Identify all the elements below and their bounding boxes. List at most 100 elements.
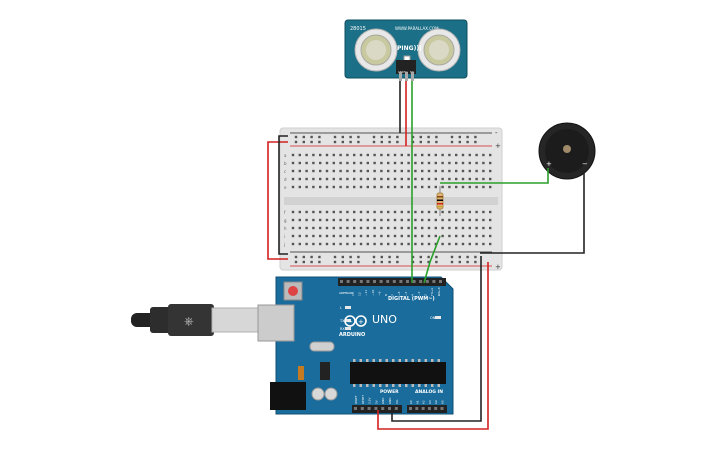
digital-header-pin[interactable] xyxy=(366,280,370,283)
rail-hole[interactable] xyxy=(349,255,352,259)
rail-hole[interactable] xyxy=(435,255,438,259)
breadboard-hole[interactable] xyxy=(298,210,301,214)
breadboard-hole[interactable] xyxy=(461,234,465,238)
breadboard-hole[interactable] xyxy=(353,234,356,238)
breadboard-hole[interactable] xyxy=(359,210,363,214)
digital-header-pin[interactable] xyxy=(412,280,416,283)
breadboard-hole[interactable] xyxy=(366,153,369,157)
breadboard-hole[interactable] xyxy=(475,210,478,214)
breadboard-hole[interactable] xyxy=(353,218,356,222)
breadboard-hole[interactable] xyxy=(421,234,424,238)
ultrasonic-sensor[interactable]: 28015 WWW.PARALLAX.COM PING))) GND 5V SI… xyxy=(344,19,468,81)
breadboard-hole[interactable] xyxy=(380,242,383,246)
breadboard-hole[interactable] xyxy=(407,169,410,173)
breadboard-hole[interactable] xyxy=(319,185,322,189)
power-header-pin[interactable] xyxy=(388,407,391,410)
breadboard-hole[interactable] xyxy=(421,242,424,246)
breadboard-hole[interactable] xyxy=(373,226,376,230)
breadboard-hole[interactable] xyxy=(339,161,342,165)
breadboard-hole[interactable] xyxy=(353,226,356,230)
rail-hole[interactable] xyxy=(310,135,313,139)
rail-hole[interactable] xyxy=(388,260,391,264)
rail-hole[interactable] xyxy=(380,140,383,144)
breadboard-hole[interactable] xyxy=(400,161,403,165)
breadboard-hole[interactable] xyxy=(427,153,431,157)
breadboard-hole[interactable] xyxy=(455,234,458,238)
breadboard-hole[interactable] xyxy=(441,242,444,246)
breadboard-hole[interactable] xyxy=(359,177,363,181)
rail-hole[interactable] xyxy=(411,255,415,259)
breadboard-hole[interactable] xyxy=(475,226,478,230)
breadboard-hole[interactable] xyxy=(353,242,356,246)
breadboard-hole[interactable] xyxy=(312,242,315,246)
breadboard-hole[interactable] xyxy=(359,218,363,222)
breadboard-hole[interactable] xyxy=(305,153,308,157)
rail-hole[interactable] xyxy=(435,260,438,264)
breadboard-hole[interactable] xyxy=(325,234,329,238)
breadboard-hole[interactable] xyxy=(387,242,390,246)
rail-hole[interactable] xyxy=(427,255,430,259)
breadboard-hole[interactable] xyxy=(434,210,437,214)
breadboard-hole[interactable] xyxy=(414,242,417,246)
rail-hole[interactable] xyxy=(458,255,461,259)
breadboard-hole[interactable] xyxy=(448,242,451,246)
breadboard-hole[interactable] xyxy=(387,177,390,181)
breadboard-hole[interactable] xyxy=(448,153,451,157)
rail-hole[interactable] xyxy=(388,140,391,144)
breadboard-hole[interactable] xyxy=(434,169,437,173)
analog-header-pin[interactable] xyxy=(409,407,412,410)
breadboard-hole[interactable] xyxy=(359,242,363,246)
breadboard-hole[interactable] xyxy=(305,226,308,230)
breadboard-hole[interactable] xyxy=(407,153,410,157)
breadboard-hole[interactable] xyxy=(441,218,444,222)
rail-hole[interactable] xyxy=(474,255,477,259)
breadboard-hole[interactable] xyxy=(373,218,376,222)
breadboard-hole[interactable] xyxy=(475,153,478,157)
breadboard-hole[interactable] xyxy=(393,210,397,214)
breadboard-hole[interactable] xyxy=(414,153,417,157)
breadboard-hole[interactable] xyxy=(305,234,308,238)
breadboard-hole[interactable] xyxy=(468,226,471,230)
breadboard-hole[interactable] xyxy=(448,177,451,181)
breadboard-hole[interactable] xyxy=(380,169,383,173)
breadboard-hole[interactable] xyxy=(393,226,397,230)
breadboard-hole[interactable] xyxy=(414,210,417,214)
breadboard-hole[interactable] xyxy=(421,169,424,173)
breadboard-hole[interactable] xyxy=(332,242,335,246)
breadboard-hole[interactable] xyxy=(434,234,437,238)
breadboard-hole[interactable] xyxy=(325,185,329,189)
digital-header-pin[interactable] xyxy=(386,280,390,283)
breadboard-hole[interactable] xyxy=(400,177,403,181)
breadboard-hole[interactable] xyxy=(291,185,295,189)
breadboard-hole[interactable] xyxy=(366,234,369,238)
breadboard-hole[interactable] xyxy=(441,153,444,157)
breadboard-hole[interactable] xyxy=(387,161,390,165)
rail-hole[interactable] xyxy=(302,260,305,264)
breadboard-hole[interactable] xyxy=(489,185,492,189)
breadboard-hole[interactable] xyxy=(468,218,471,222)
breadboard-hole[interactable] xyxy=(319,226,322,230)
breadboard-hole[interactable] xyxy=(332,161,335,165)
power-header-pin[interactable] xyxy=(367,407,371,410)
analog-header-pin[interactable] xyxy=(427,407,431,410)
breadboard-hole[interactable] xyxy=(455,226,458,230)
rail-hole[interactable] xyxy=(396,135,399,139)
breadboard-hole[interactable] xyxy=(441,177,444,181)
breadboard-hole[interactable] xyxy=(325,242,329,246)
breadboard-hole[interactable] xyxy=(312,234,315,238)
rail-hole[interactable] xyxy=(333,255,337,259)
breadboard-hole[interactable] xyxy=(332,153,335,157)
breadboard-hole[interactable] xyxy=(400,210,403,214)
breadboard-hole[interactable] xyxy=(489,177,492,181)
rail-hole[interactable] xyxy=(427,140,430,144)
breadboard-hole[interactable] xyxy=(468,177,471,181)
breadboard-hole[interactable] xyxy=(319,161,322,165)
rail-hole[interactable] xyxy=(372,135,376,139)
breadboard-hole[interactable] xyxy=(332,234,335,238)
breadboard-hole[interactable] xyxy=(461,210,465,214)
breadboard-hole[interactable] xyxy=(353,153,356,157)
digital-header-pin[interactable] xyxy=(379,280,383,283)
rail-hole[interactable] xyxy=(372,260,376,264)
rail-hole[interactable] xyxy=(302,140,305,144)
